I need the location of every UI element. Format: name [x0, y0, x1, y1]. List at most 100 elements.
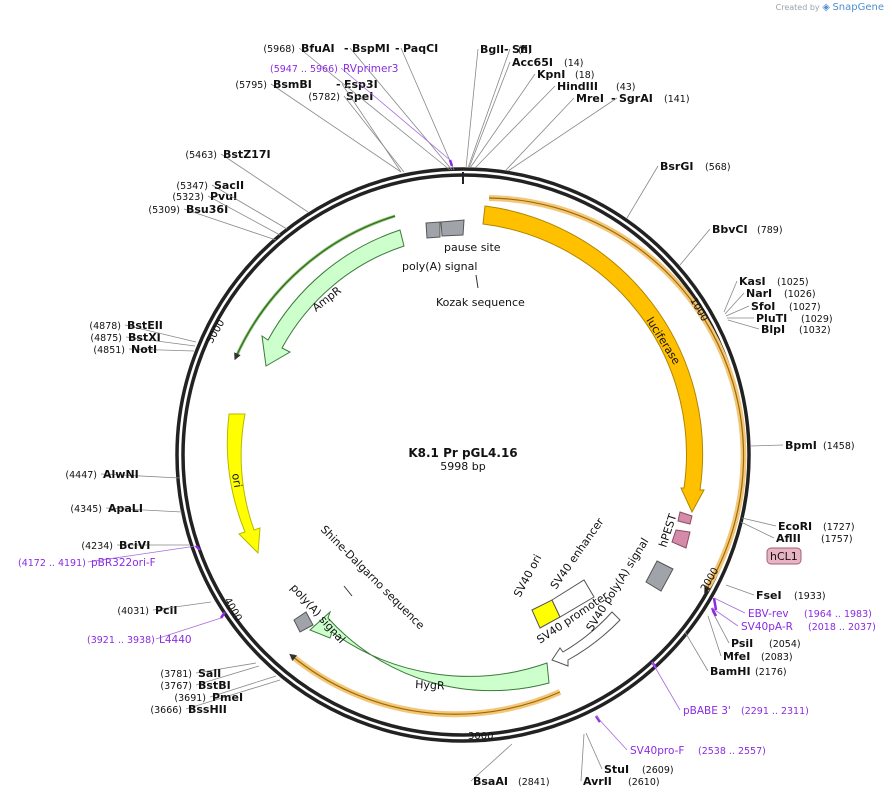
enzyme-dash-paqci: -: [395, 42, 400, 55]
enzyme-sfii[interactable]: SfiI: [512, 43, 532, 56]
primer-pbabe-3[interactable]: pBABE 3': [683, 705, 731, 717]
enzyme-acc65i[interactable]: Acc65I: [512, 56, 553, 69]
enzyme-bpmi[interactable]: BpmI: [785, 439, 817, 452]
enzyme-bfuai[interactable]: BfuAI: [301, 42, 335, 55]
enzyme-bsu36i[interactable]: Bsu36I: [186, 203, 228, 216]
sv40-enhancer-arrow[interactable]: [551, 579, 595, 618]
enzyme-pmei[interactable]: PmeI: [212, 691, 243, 704]
primer-range-pbr322ori-f: (4172 .. 4191): [18, 558, 86, 569]
enzyme-mrei[interactable]: MreI: [576, 92, 604, 105]
primer-mark-rvprimer3[interactable]: [448, 159, 454, 167]
enzyme-sacii[interactable]: SacII: [214, 179, 244, 192]
enzyme-dash-sgrai: -: [611, 92, 616, 105]
tick-3000: 3000: [468, 731, 493, 742]
enzyme-avrii[interactable]: AvrII: [583, 775, 612, 788]
enzyme-bsaai[interactable]: BsaAI: [473, 775, 508, 788]
enzyme-pos-sgrai: (141): [664, 94, 690, 105]
enzyme-pos-bcivi: (4234): [81, 541, 113, 552]
feature-polya-top-label: poly(A) signal: [402, 260, 477, 273]
enzyme-psii[interactable]: PsiI: [731, 637, 753, 650]
enzyme-sgrai[interactable]: SgrAI: [619, 92, 653, 105]
enzyme-kasi[interactable]: KasI: [739, 275, 766, 288]
enzyme-pos-bpmi: (1458): [823, 441, 855, 452]
enzyme-pos-ecori: (1727): [823, 522, 855, 533]
primer-mark-sv40pa-r[interactable]: [710, 607, 718, 617]
hcl1-badge[interactable]: [766, 547, 802, 565]
enzyme-hindiii[interactable]: HindIII: [557, 80, 598, 93]
hygr-arrow[interactable]: [309, 610, 550, 692]
enzyme-stui[interactable]: StuI: [604, 763, 629, 776]
polya-bottom-box[interactable]: [293, 611, 314, 633]
primer-l4440[interactable]: L4440: [159, 634, 192, 646]
enzyme-pos-sali: (3781): [160, 669, 192, 680]
enzyme-leader-sacii: [211, 184, 288, 230]
enzyme-pos-bsrgi: (568): [705, 162, 731, 173]
sv40-promoter-arrow[interactable]: [551, 611, 621, 667]
enzyme-pvui[interactable]: PvuI: [210, 190, 237, 203]
enzyme-bcivi[interactable]: BciVI: [119, 539, 150, 552]
enzyme-pos-bstbi: (3767): [160, 681, 192, 692]
primer-mark-l4440[interactable]: [219, 611, 227, 619]
sv40-polya-block[interactable]: [645, 560, 674, 592]
enzyme-aflii[interactable]: AflII: [776, 532, 801, 545]
polya-top-box[interactable]: [425, 221, 441, 239]
shine-dalgarno-mark: [343, 585, 353, 597]
pause-site-box[interactable]: [440, 219, 465, 237]
ori-arrow[interactable]: [226, 413, 261, 555]
enzyme-bstz17i[interactable]: BstZ17I: [223, 148, 271, 161]
enzyme-bspmi[interactable]: BspMI: [352, 42, 390, 55]
primer-mark-ebv-rev[interactable]: [712, 597, 718, 611]
enzyme-leader-bbvci: [679, 228, 711, 266]
ampr-arrow[interactable]: [261, 229, 405, 367]
enzyme-sali[interactable]: SalI: [198, 667, 221, 680]
primer-sv40pa-r[interactable]: SV40pA-R: [741, 621, 793, 633]
primer-sv40pro-f[interactable]: SV40pro-F: [630, 745, 684, 757]
enzyme-mfei[interactable]: MfeI: [723, 650, 750, 663]
enzyme-paqci[interactable]: PaqCI: [403, 42, 438, 55]
luciferase-arrow[interactable]: [482, 205, 705, 514]
enzyme-bstbi[interactable]: BstBI: [198, 679, 231, 692]
primer-leader-sv40pa-r: [711, 607, 739, 627]
enzyme-bamhi[interactable]: BamHI: [710, 665, 751, 678]
enzyme-pos-bgli: (8): [518, 45, 531, 56]
enzyme-leader-aflii: [740, 521, 775, 539]
enzyme-kpni[interactable]: KpnI: [537, 68, 565, 81]
enzyme-pcii[interactable]: PciI: [155, 604, 177, 617]
enzyme-leader-hindiii: [474, 85, 556, 169]
tick-4000: 4000: [221, 596, 243, 624]
enzyme-bstxi[interactable]: BstXI: [128, 331, 161, 344]
primer-mark-pbr322ori-f[interactable]: [195, 545, 201, 551]
enzyme-bsrgi[interactable]: BsrGI: [660, 160, 693, 173]
enzyme-pos-kpni: (18): [575, 70, 595, 81]
enzyme-pluti[interactable]: PluTI: [756, 312, 787, 325]
enzyme-nari[interactable]: NarI: [746, 287, 772, 300]
enzyme-alwni[interactable]: AlwNI: [103, 468, 139, 481]
enzyme-blpi[interactable]: BlpI: [761, 323, 785, 336]
enzyme-noti[interactable]: NotI: [131, 343, 157, 356]
enzyme-apali[interactable]: ApaLI: [108, 502, 143, 515]
enzyme-bbvci[interactable]: BbvCI: [712, 223, 748, 236]
enzyme-sfoi[interactable]: SfoI: [751, 300, 775, 313]
enzyme-pos-bsu36i: (5309): [148, 205, 180, 216]
enzyme-fsei[interactable]: FseI: [756, 589, 782, 602]
enzyme-leader-fsei: [725, 584, 755, 596]
enzyme-bsshii[interactable]: BssHII: [188, 703, 227, 716]
enzyme-leader-mfei: [707, 615, 722, 657]
enzyme-pos-pcii: (4031): [117, 606, 149, 617]
enzyme-leader-stui: [585, 732, 603, 770]
enzyme-pos-hindiii: (43): [616, 82, 636, 93]
enzyme-pos-stui: (2609): [642, 765, 674, 776]
enzyme-bsmbi[interactable]: BsmBI: [273, 78, 312, 91]
primer-ebv-rev[interactable]: EBV-rev: [748, 608, 789, 620]
enzyme-ecori[interactable]: EcoRI: [778, 520, 812, 533]
primer-pbr322ori-f[interactable]: pBR322ori-F: [91, 557, 156, 569]
enzyme-bgli[interactable]: BglI: [480, 43, 504, 56]
enzyme-pos-sfoi: (1027): [789, 302, 821, 313]
primer-leader-l4440: [155, 617, 222, 640]
enzyme-bsteii[interactable]: BstEII: [127, 319, 163, 332]
primer-rvprimer3[interactable]: RVprimer3: [343, 63, 399, 75]
enzyme-leader-pvui: [207, 195, 281, 236]
hpest-arrow[interactable]: [671, 511, 693, 549]
feature-shine-dalgarno-label: Shine-Dalgarno sequence: [318, 523, 427, 632]
